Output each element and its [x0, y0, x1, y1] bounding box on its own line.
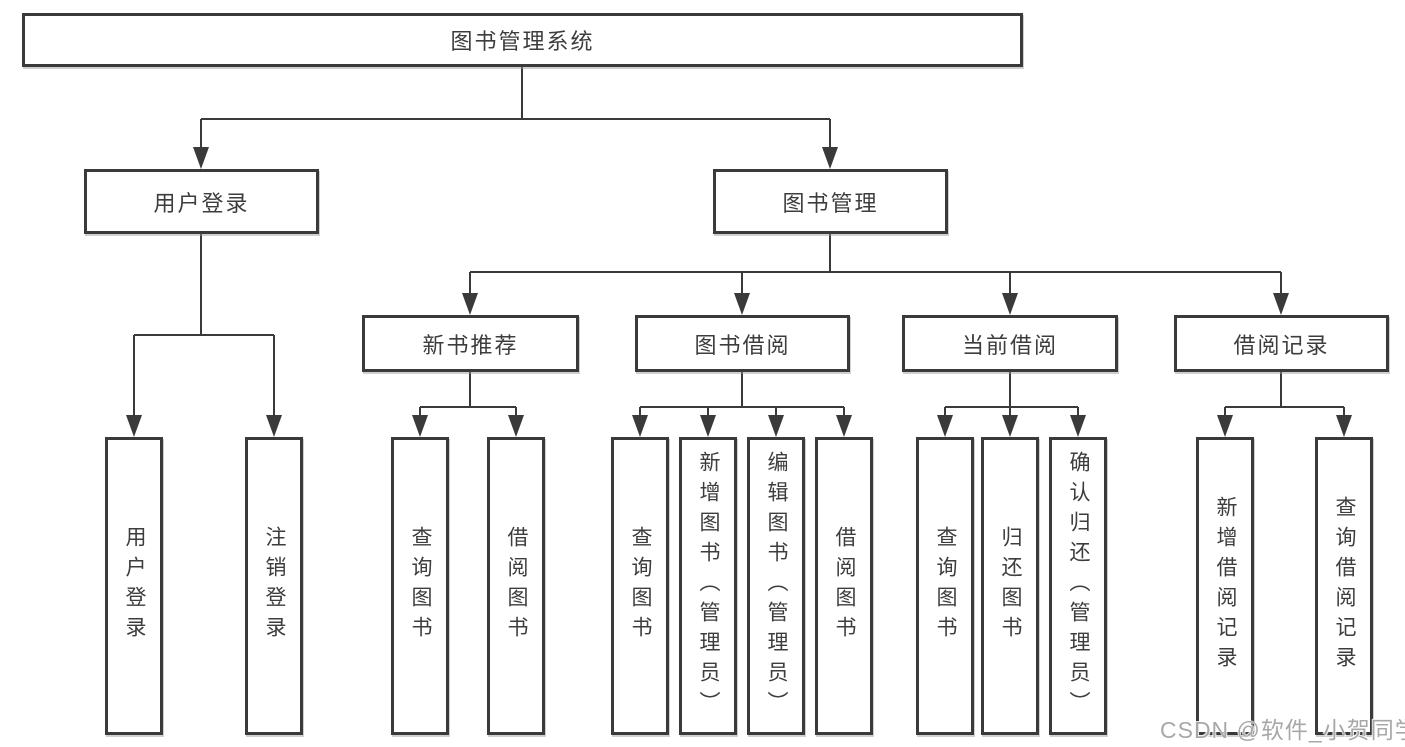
node-label: 查询图书 — [629, 526, 652, 646]
leaf-logout: 注销登录 — [245, 437, 303, 735]
node-label: 借阅图书 — [833, 526, 856, 646]
node-label: 图书管理 — [782, 190, 879, 216]
leaf-user-login: 用户登录 — [105, 437, 163, 735]
node-current-borrow: 当前借阅 — [902, 315, 1118, 372]
node-book-management: 图书管理 — [713, 169, 948, 234]
leaf-records-add: 新增借阅记录 — [1196, 437, 1254, 735]
node-label: 借阅记录 — [1233, 332, 1330, 358]
leaf-borrow-query: 查询图书 — [611, 437, 669, 735]
leaf-newbooks-borrow: 借阅图书 — [487, 437, 545, 735]
node-root: 图书管理系统 — [22, 13, 1023, 67]
node-label: 注销登录 — [263, 526, 286, 646]
node-label: 新增借阅记录 — [1214, 496, 1237, 676]
leaf-borrow-borrow: 借阅图书 — [815, 437, 873, 735]
node-borrow-records: 借阅记录 — [1174, 315, 1389, 372]
node-label: 归还图书 — [999, 526, 1022, 646]
node-label: 查询图书 — [409, 526, 432, 646]
node-label: 新增图书（管理员） — [697, 451, 720, 721]
node-label: 用户登录 — [123, 526, 146, 646]
node-label: 查询借阅记录 — [1333, 496, 1356, 676]
node-user-login: 用户登录 — [84, 169, 319, 234]
node-book-borrow: 图书借阅 — [635, 315, 850, 372]
leaf-records-query: 查询借阅记录 — [1315, 437, 1373, 735]
csdn-watermark: CSDN @软件_小贺同学 — [1160, 717, 1405, 743]
node-label: 当前借阅 — [961, 332, 1058, 358]
node-label: 借阅图书 — [505, 526, 528, 646]
node-label: 确认归还（管理员） — [1067, 451, 1090, 721]
leaf-newbooks-query: 查询图书 — [391, 437, 449, 735]
leaf-borrow-add-admin: 新增图书（管理员） — [679, 437, 737, 735]
leaf-borrow-edit-admin: 编辑图书（管理员） — [747, 437, 805, 735]
leaf-current-confirm-admin: 确认归还（管理员） — [1049, 437, 1107, 735]
connector-lines — [133, 67, 1345, 417]
node-label: 用户登录 — [153, 190, 250, 216]
leaf-current-return: 归还图书 — [981, 437, 1039, 735]
node-label: 编辑图书（管理员） — [765, 451, 788, 721]
node-new-book-recommend: 新书推荐 — [362, 315, 579, 372]
node-label: 查询图书 — [934, 526, 957, 646]
node-label: 新书推荐 — [422, 332, 519, 358]
node-label: 图书借阅 — [694, 332, 791, 358]
node-label: 图书管理系统 — [450, 29, 595, 54]
leaf-current-query: 查询图书 — [916, 437, 974, 735]
